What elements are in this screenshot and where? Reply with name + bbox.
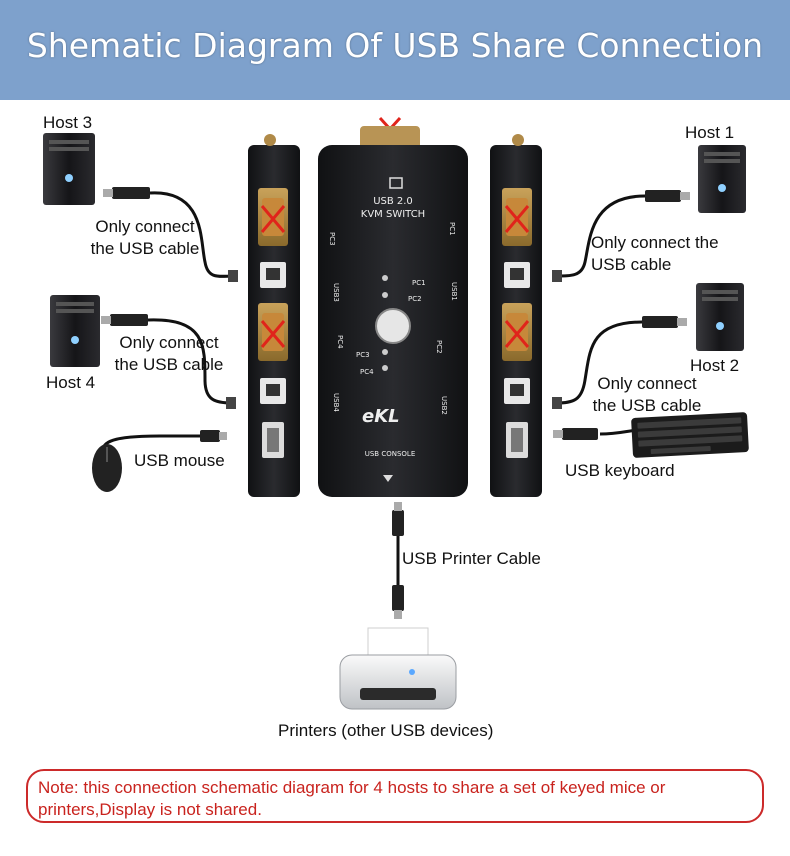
connection-diagram: USB 2.0 KVM SWITCH PC1 PC2 PC3 PC4 PC3 P… bbox=[43, 116, 749, 710]
device-usb3: USB3 bbox=[332, 283, 340, 302]
usb-keyboard-icon bbox=[631, 412, 749, 458]
usb-plugs bbox=[101, 187, 690, 619]
device-usb1: USB1 bbox=[450, 282, 458, 301]
host3-computer-icon bbox=[43, 133, 95, 205]
host1-label: Host 1 bbox=[685, 123, 735, 142]
device-pc1-side: PC1 bbox=[448, 222, 456, 236]
device-pc4: PC4 bbox=[360, 368, 374, 376]
host1-cable bbox=[555, 194, 646, 278]
host2-cable bbox=[555, 320, 643, 405]
host2-only-connect-label: Only connect the USB cable bbox=[592, 374, 702, 415]
host4-label: Host 4 bbox=[46, 373, 96, 392]
host1-only-connect-label: Only connect the USB cable bbox=[591, 233, 719, 274]
device-kvm-label: KVM SWITCH bbox=[361, 209, 425, 220]
device-console-label: USB CONSOLE bbox=[365, 450, 416, 458]
device-usb2: USB2 bbox=[440, 396, 448, 415]
host4-only-connect-label: Only connect the USB cable bbox=[114, 333, 224, 374]
note-box: Note: this connection schematic diagram … bbox=[26, 769, 764, 823]
note-text: Note: this connection schematic diagram … bbox=[38, 778, 666, 819]
device-usb4: USB4 bbox=[332, 393, 340, 412]
usb-mouse-icon bbox=[92, 444, 122, 492]
usb-printer-cable-label: USB Printer Cable bbox=[402, 549, 541, 568]
device-pc3-side: PC3 bbox=[328, 232, 336, 246]
usb-keyboard-label: USB keyboard bbox=[565, 461, 675, 480]
device-pc3: PC3 bbox=[356, 351, 370, 359]
page-title: Shematic Diagram Of USB Share Connection bbox=[26, 26, 764, 65]
usb-mouse-label: USB mouse bbox=[134, 451, 225, 470]
kvm-right-panel bbox=[490, 134, 542, 497]
device-pc4-side: PC4 bbox=[336, 335, 344, 349]
host3-label: Host 3 bbox=[43, 113, 93, 132]
kvm-left-panel bbox=[248, 134, 300, 497]
device-pc2-side: PC2 bbox=[435, 340, 443, 354]
title-banner: Shematic Diagram Of USB Share Connection bbox=[0, 0, 790, 100]
host3-cable bbox=[149, 191, 235, 278]
kvm-switch-body bbox=[318, 126, 468, 497]
host1-computer-icon bbox=[698, 145, 746, 213]
host4-cable bbox=[147, 318, 233, 405]
printer-icon bbox=[339, 627, 457, 710]
host2-label: Host 2 bbox=[690, 356, 740, 375]
host2-computer-icon bbox=[696, 283, 744, 351]
device-usb-version: USB 2.0 bbox=[373, 196, 413, 207]
device-pc1: PC1 bbox=[412, 279, 426, 287]
printers-label: Printers (other USB devices) bbox=[278, 721, 494, 740]
mouse-cable bbox=[101, 434, 200, 451]
device-brand-logo: eKL bbox=[362, 406, 400, 427]
host4-computer-icon bbox=[50, 295, 100, 367]
host3-only-connect-label: Only connect the USB cable bbox=[90, 217, 200, 258]
device-pc2: PC2 bbox=[408, 295, 422, 303]
vga-not-shared-crosses bbox=[260, 116, 530, 348]
